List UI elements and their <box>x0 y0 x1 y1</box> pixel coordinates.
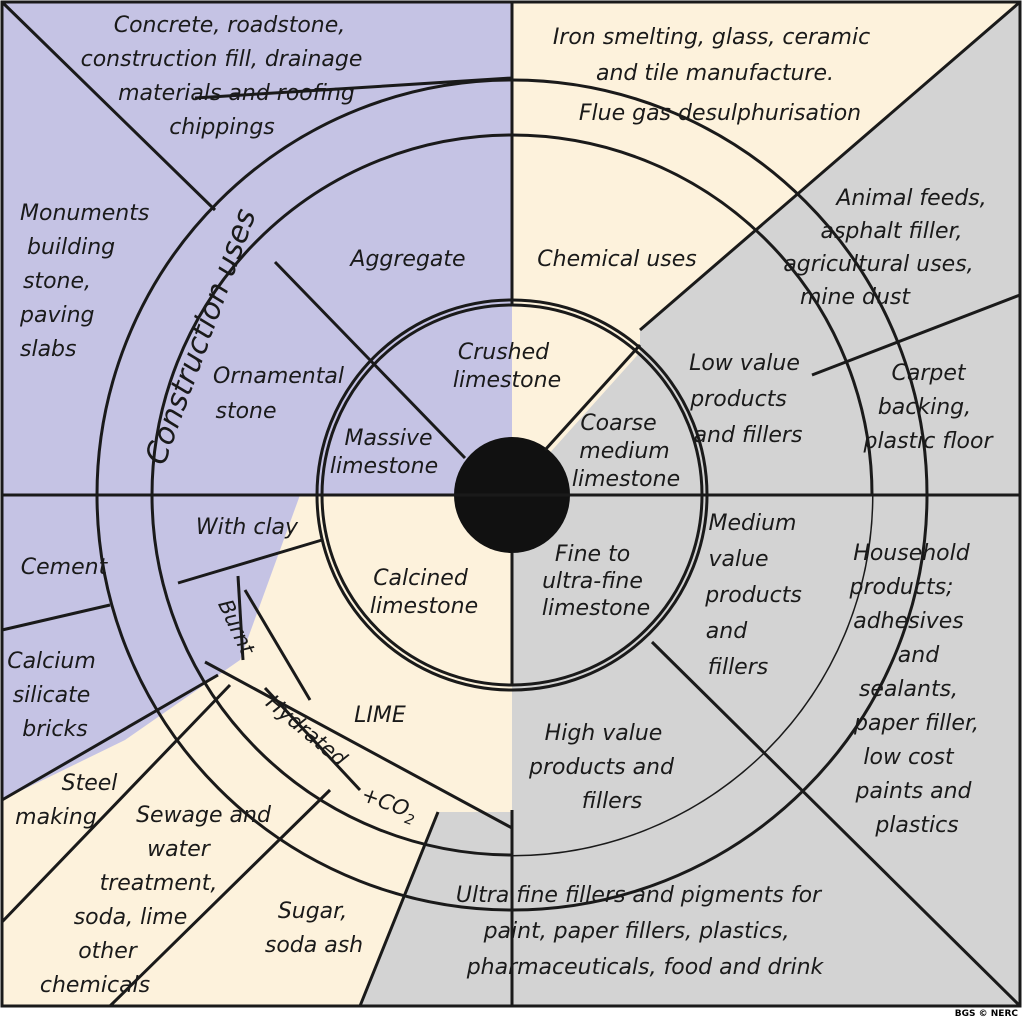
ultra-fine-fillers-label: Ultra fine fillers and pigments for pain… <box>456 883 828 980</box>
steel-making-label: Steel making <box>15 771 124 830</box>
with-clay-label: With clay <box>196 515 299 540</box>
left-construction-band <box>2 495 300 800</box>
cement-label: Cement <box>21 555 109 580</box>
fine-limestone-label: Fine to ultra-fine limestone <box>542 542 650 621</box>
concrete-label: Concrete, roadstone, construction fill, … <box>81 13 370 140</box>
industrial-ring-segment <box>512 350 872 855</box>
animal-feeds-label: Animal feeds, asphalt filler, agricultur… <box>783 186 993 310</box>
bottom-ultrafine-region <box>360 812 512 1006</box>
flue-gas-label: Flue gas desulphurisation <box>579 101 861 126</box>
massive-limestone-label: Massive limestone <box>330 426 440 479</box>
crushed-limestone-label: Crushed limestone <box>453 340 561 393</box>
sugar-soda-label: Sugar, soda ash <box>265 899 363 958</box>
calcined-limestone-label: Calcined limestone <box>370 566 478 619</box>
ornamental-stone-label: Ornamental stone <box>213 364 351 424</box>
chemical-uses-label: Chemical uses <box>537 247 696 272</box>
calcium-silicate-label: Calcium silicate bricks <box>7 649 103 742</box>
high-value-label: High value products and fillers <box>528 721 681 814</box>
aggregate-label: Aggregate <box>348 247 465 272</box>
household-products-label: Household products; adhesives and sealan… <box>849 541 986 838</box>
credit-label: BGS © NERC <box>955 1009 1019 1019</box>
lime-label: LIME <box>354 703 406 728</box>
monuments-label: Monuments building stone, paving slabs <box>19 201 156 362</box>
sewage-label: Sewage and water treatment, soda, lime o… <box>40 803 278 998</box>
low-value-label: Low value products and fillers <box>689 351 807 448</box>
coarse-medium-label: Coarse medium limestone <box>572 411 680 492</box>
top-right-industrial-wedge <box>640 2 1020 495</box>
iron-smelting-label: Iron smelting, glass, ceramic and tile m… <box>553 25 877 86</box>
medium-value-label: Medium value products and fillers <box>704 511 809 680</box>
carpet-backing-label: Carpet backing, plastic floor <box>862 361 994 454</box>
